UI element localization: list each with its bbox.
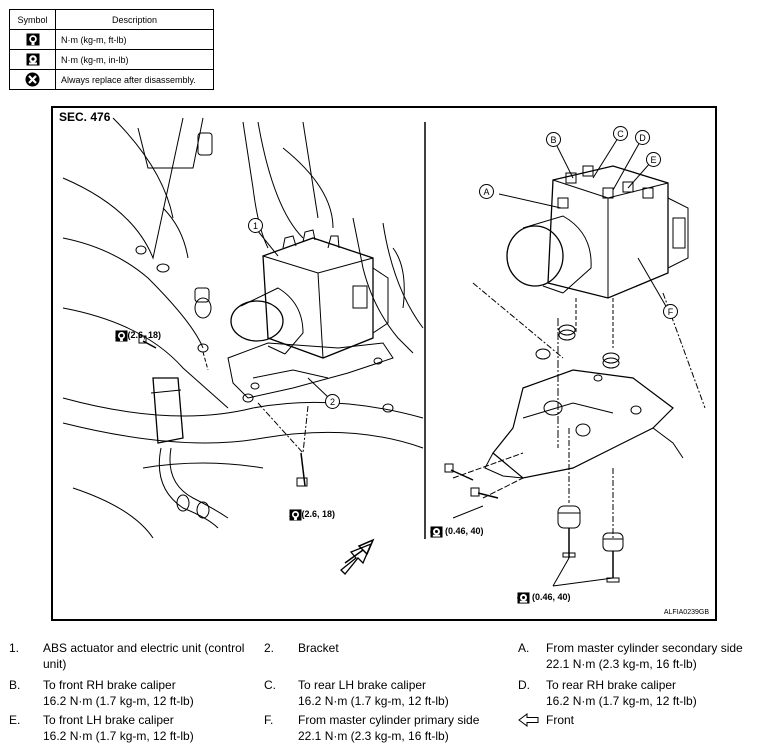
- symbol-table: Symbol Description N·m (kg-m, ft-lb) N·m…: [9, 9, 214, 90]
- symbol-row: N·m (kg-m, in-lb): [9, 49, 214, 70]
- description-header: Description: [55, 9, 214, 30]
- line-drawing: [62, 117, 706, 587]
- section-label: SEC. 476: [59, 110, 111, 124]
- symbol-description: N·m (kg-m, in-lb): [55, 49, 214, 70]
- torque-wrench-inlb-icon: [26, 53, 39, 66]
- callout-f: F: [663, 304, 678, 319]
- torque-label: 25 (2.6, 18): [115, 330, 162, 342]
- torque-wrench-icon: [289, 509, 302, 521]
- callout-2: 2: [325, 394, 340, 409]
- callout-a: A: [479, 184, 494, 199]
- symbol-table-header: Symbol Description: [9, 9, 214, 30]
- callout-1: 1: [248, 218, 263, 233]
- symbol-row: Always replace after disassembly.: [9, 69, 214, 90]
- callout-b: B: [546, 132, 561, 147]
- torque-wrench-icon: [26, 33, 39, 46]
- front-arrow-icon: [518, 713, 539, 727]
- callout-c: C: [613, 126, 628, 141]
- torque-label: 4.5 (0.46, 40): [430, 526, 484, 538]
- figure-id: ALFIA0239GB: [663, 609, 709, 616]
- symbol-description: N·m (kg-m, ft-lb): [55, 29, 214, 50]
- torque-wrench-icon: [115, 330, 128, 342]
- torque-wrench-inlb-icon: [517, 592, 530, 604]
- exploded-view-figure: SEC. 476: [51, 106, 717, 621]
- symbol-description: Always replace after disassembly.: [55, 69, 214, 90]
- callout-e: E: [646, 152, 661, 167]
- symbol-row: N·m (kg-m, ft-lb): [9, 29, 214, 50]
- symbol-header: Symbol: [9, 9, 56, 30]
- torque-label: 25 (2.6, 18): [289, 509, 336, 521]
- callout-d: D: [635, 130, 650, 145]
- torque-wrench-inlb-icon: [430, 526, 443, 538]
- torque-label: 4.5 (0.46, 40): [517, 592, 571, 604]
- always-replace-icon: [25, 72, 40, 87]
